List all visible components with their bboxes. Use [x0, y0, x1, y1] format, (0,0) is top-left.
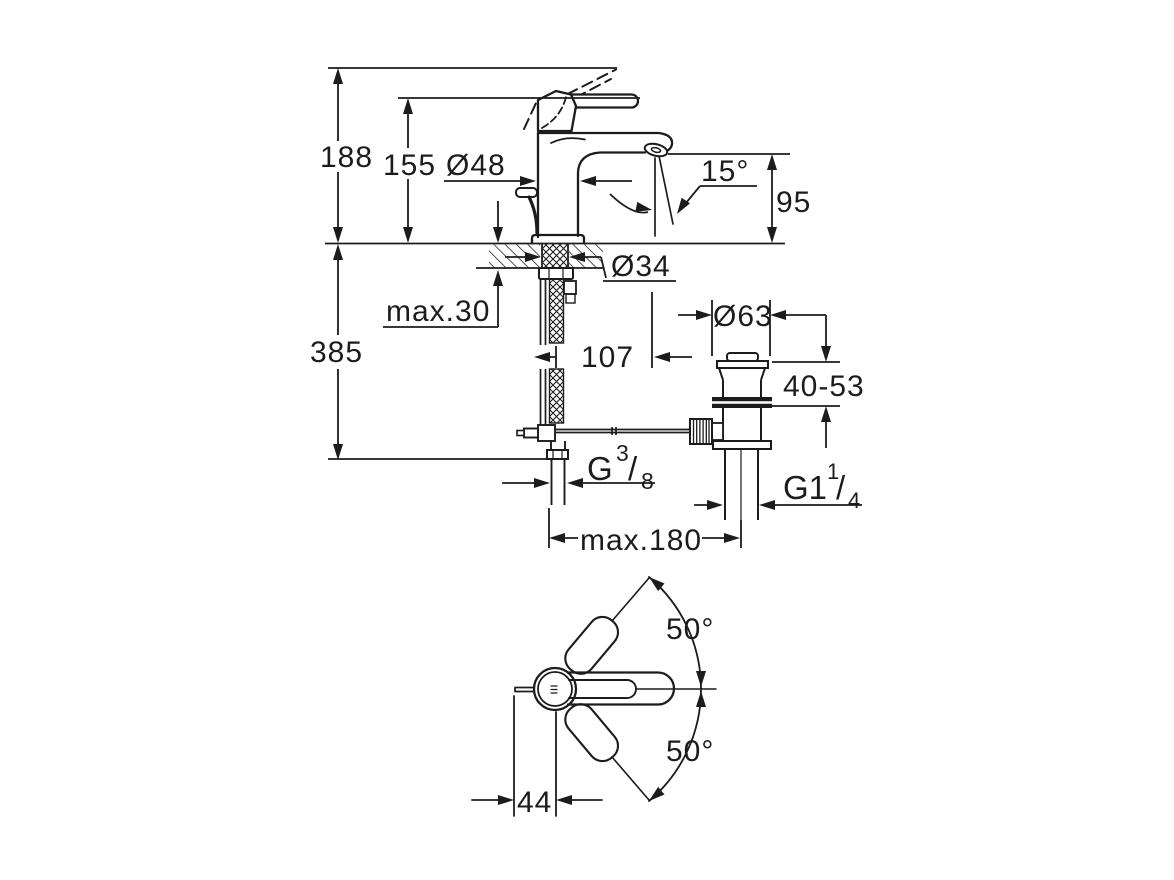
- label-reach-107: 107: [581, 341, 634, 374]
- label-height-188: 188: [320, 141, 373, 174]
- side-view-faucet: [515, 68, 674, 245]
- dimension-lines: [328, 67, 862, 548]
- handle-plan-raised-50-up: [564, 615, 620, 675]
- hose-end-tube: [550, 459, 566, 505]
- label-height-385: 385: [310, 336, 363, 369]
- flex-hose-upper: [548, 278, 565, 344]
- threaded-shank: [543, 244, 567, 268]
- label-height-95: 95: [776, 186, 811, 219]
- flex-hose-lower: [548, 368, 565, 424]
- water-stream: [654, 155, 674, 237]
- dimension-labels: 188 155 Ø48 15° 95 max.30 Ø34 385 107 Ø6…: [310, 141, 865, 819]
- label-diameter-48: Ø48: [446, 149, 506, 182]
- label-max-180: max.180: [580, 524, 702, 557]
- label-height-155: 155: [383, 149, 436, 182]
- pop-up-waste-drain: [689, 352, 772, 520]
- svg-text:1: 1: [827, 459, 839, 484]
- plan-view-handle-swivel: [471, 576, 717, 817]
- swivel-ray-up: [611, 577, 650, 622]
- pop-up-linkage-bar: [556, 427, 690, 435]
- aerator: [643, 142, 669, 158]
- swivel-arc-upper: [648, 576, 702, 690]
- swivel-ray-down: [611, 756, 650, 801]
- rod-guide: [563, 280, 577, 295]
- dimension-arrowheads: [333, 68, 831, 805]
- pop-up-rod-lower: [539, 279, 547, 425]
- pop-up-rod-knob: [515, 187, 538, 198]
- hose-end-nut: [546, 449, 569, 460]
- countertop-deck: [325, 242, 785, 280]
- svg-text:G1: G1: [783, 469, 827, 506]
- label-angle-50-up: 50°: [666, 613, 714, 646]
- svg-text:G: G: [587, 450, 613, 487]
- pop-up-rod: [527, 195, 539, 235]
- svg-text:/: /: [628, 450, 638, 487]
- swivel-arc-spout: [609, 193, 649, 214]
- label-angle-15: 15°: [701, 155, 749, 188]
- label-offset-44: 44: [517, 786, 552, 819]
- label-thread-g38: G 3 / 8: [587, 440, 654, 494]
- svg-text:4: 4: [848, 488, 860, 513]
- svg-text:3: 3: [616, 440, 629, 466]
- linkage-ball-knob: [689, 418, 724, 445]
- svg-text:8: 8: [641, 468, 654, 494]
- linkage-clamp: [537, 424, 556, 442]
- handle-knuckle: [536, 89, 578, 133]
- supply-hoses-and-rod: [516, 278, 690, 505]
- handle-plan-lowered-50-down: [564, 703, 620, 763]
- label-thread-g114: G1 1 / 4: [783, 459, 860, 513]
- body-plan-outer: [532, 666, 578, 712]
- drain-flange: [716, 360, 769, 369]
- handle-knuckle-dashed-edge: [541, 96, 567, 129]
- handle-plan-inner: [568, 679, 637, 699]
- swivel-arc-lower: [648, 688, 702, 802]
- pop-up-rod-plan: [514, 686, 535, 693]
- mounting-locknut: [538, 267, 574, 280]
- drain-gasket: [712, 397, 772, 408]
- label-range-40-53: 40-53: [783, 370, 865, 403]
- label-diameter-34: Ø34: [611, 250, 671, 283]
- drain-plug-cap: [726, 352, 759, 362]
- brand-mark: [550, 685, 558, 694]
- svg-text:/: /: [836, 469, 846, 506]
- label-max-30: max.30: [386, 295, 490, 328]
- body-plan-inner: [537, 671, 573, 707]
- label-diameter-63: Ø63: [713, 300, 773, 333]
- label-angle-50-down: 50°: [666, 735, 714, 768]
- drain-tailpipe: [724, 449, 759, 520]
